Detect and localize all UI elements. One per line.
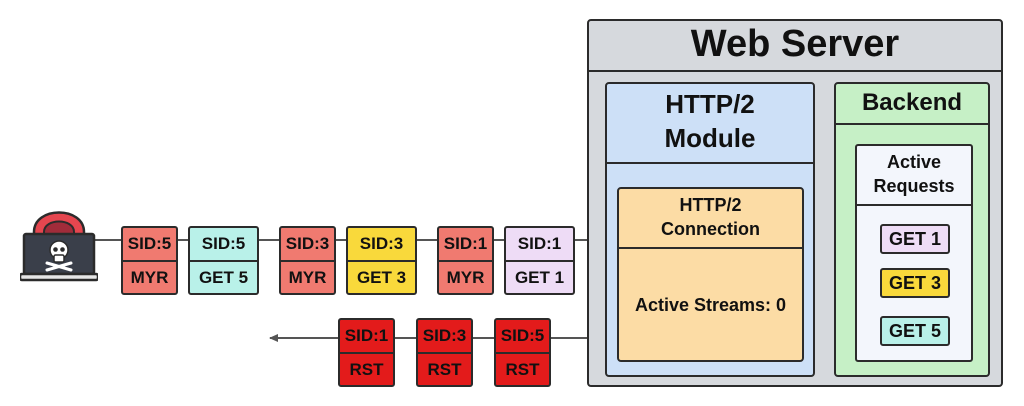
reset-frame: SID:3 RST	[416, 318, 473, 387]
frame-sid: SID:1	[340, 320, 393, 354]
outgoing-frame: SID:5 MYR	[121, 226, 178, 295]
frame-type: RST	[427, 359, 462, 379]
http2-connection-box	[617, 187, 804, 362]
reset-frame: SID:5 RST	[494, 318, 551, 387]
frame-type: MYR	[446, 267, 485, 287]
frame-sid: SID:5	[190, 228, 257, 262]
hacker-laptop-icon	[20, 211, 98, 282]
frame-type: GET 5	[198, 267, 249, 287]
frame-sid: SID:3	[348, 228, 415, 262]
outgoing-frame: SID:3 MYR	[279, 226, 336, 295]
http2-connection-title: HTTP/2 Connection	[617, 187, 804, 249]
frame-type: RST	[505, 359, 540, 379]
outgoing-frame: SID:5 GET 5	[188, 226, 259, 295]
active-streams-label: Active Streams: 0	[634, 295, 787, 315]
active-requests-title: Active Requests	[855, 144, 973, 206]
active-request-item: GET 5	[880, 316, 950, 346]
http2-module-title-text: HTTP/2 Module	[664, 89, 756, 153]
web-server-title: Web Server	[587, 19, 1003, 72]
frame-sid: SID:1	[439, 228, 492, 262]
active-request-item: GET 3	[880, 268, 950, 298]
http2-module-title: HTTP/2 Module	[605, 82, 815, 164]
frame-type: GET 1	[514, 267, 565, 287]
frame-type: RST	[349, 359, 384, 379]
outgoing-frame: SID:1 GET 1	[504, 226, 575, 295]
frame-sid: SID:3	[281, 228, 334, 262]
active-request-item: GET 1	[880, 224, 950, 254]
active-requests-title-text: Active Requests	[873, 151, 955, 196]
reset-frame: SID:1 RST	[338, 318, 395, 387]
frame-sid: SID:5	[123, 228, 176, 262]
frame-type: MYR	[288, 267, 327, 287]
frame-sid: SID:5	[496, 320, 549, 354]
http2-connection-title-text: HTTP/2 Connection	[661, 194, 760, 239]
frame-sid: SID:3	[418, 320, 471, 354]
frame-type: GET 3	[356, 267, 407, 287]
outgoing-frame: SID:1 MYR	[437, 226, 494, 295]
frame-sid: SID:1	[506, 228, 573, 262]
backend-title: Backend	[834, 82, 990, 125]
outgoing-frame: SID:3 GET 3	[346, 226, 417, 295]
frame-type: MYR	[130, 267, 169, 287]
